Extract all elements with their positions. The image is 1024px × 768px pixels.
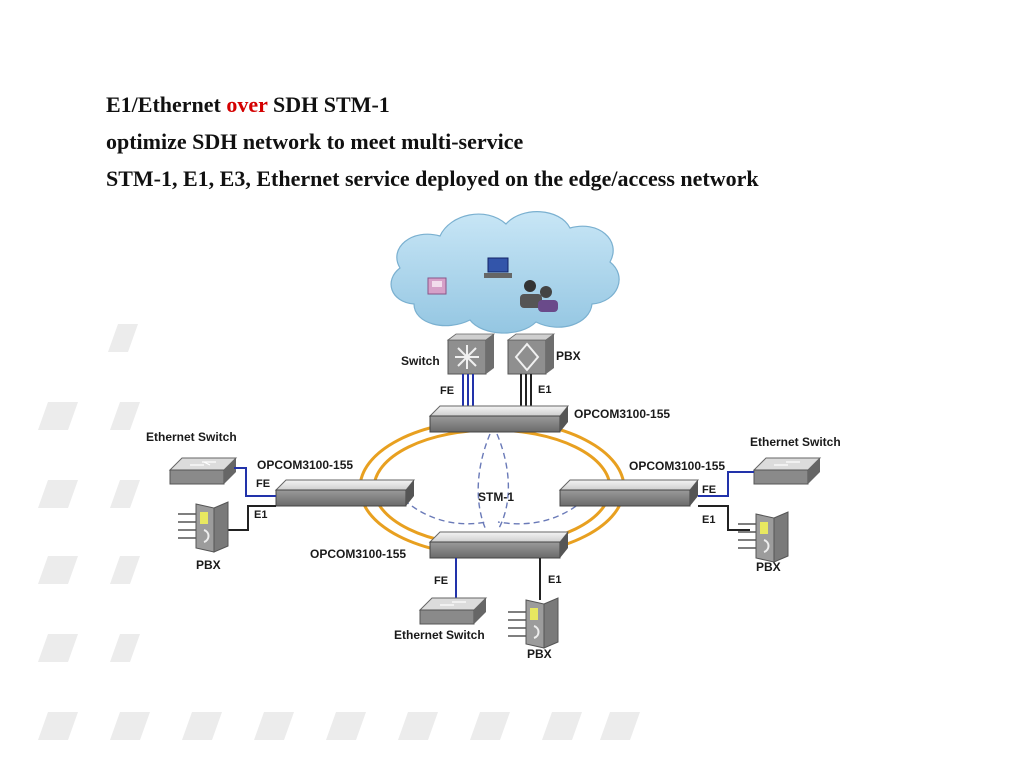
left-switch-label: Ethernet Switch <box>146 430 237 444</box>
heading-line-1-end: SDH STM-1 <box>267 92 390 117</box>
right-e1-link <box>698 505 750 531</box>
left-fe-label: FE <box>256 478 270 490</box>
users-icon <box>520 280 558 312</box>
phone-icon <box>427 277 447 295</box>
heading: E1/Ethernet over SDH STM-1 optimize SDH … <box>106 86 759 197</box>
right-switch-label: Ethernet Switch <box>750 435 841 449</box>
left-e1-label: E1 <box>254 509 267 521</box>
right-pbx-icon <box>738 511 789 563</box>
top-e1-link <box>520 374 532 407</box>
right-fe-label: FE <box>702 484 716 496</box>
bottom-fe-label: FE <box>434 575 448 587</box>
bottom-switch-label: Ethernet Switch <box>394 628 485 642</box>
bottom-pbx-label: PBX <box>527 647 552 661</box>
right-e1-label: E1 <box>702 514 715 526</box>
opcom-top-label: OPCOM3100-155 <box>574 407 670 421</box>
background-decoration <box>38 324 640 740</box>
computer-icon <box>484 257 512 278</box>
left-fe-link <box>234 467 276 497</box>
top-switch-label: Switch <box>401 354 440 368</box>
top-fe-label: FE <box>440 385 454 397</box>
opcom-left-label: OPCOM3100-155 <box>257 458 353 472</box>
left-pbx-icon <box>178 501 229 553</box>
top-fe-link <box>462 374 474 407</box>
left-pbx-label: PBX <box>196 558 221 572</box>
opcom-node-bottom <box>428 531 570 559</box>
left-ethernet-switch <box>168 457 238 485</box>
pbx-top-icon <box>506 333 556 375</box>
top-pbx-label: PBX <box>556 349 581 363</box>
opcom-node-right <box>558 479 700 507</box>
left-e1-link <box>228 505 276 531</box>
heading-line-3: STM-1, E1, E3, Ethernet service deployed… <box>106 166 759 191</box>
switch-icon <box>446 333 496 375</box>
heading-accent-word: over <box>226 92 268 117</box>
right-fe-link <box>698 471 754 497</box>
opcom-bottom-label: OPCOM3100-155 <box>310 547 406 561</box>
right-ethernet-switch <box>752 457 822 485</box>
opcom-node-left <box>274 479 416 507</box>
heading-line-1-start: E1/Ethernet <box>106 92 227 117</box>
bottom-e1-label: E1 <box>548 574 561 586</box>
right-pbx-label: PBX <box>756 560 781 574</box>
ring-label: STM-1 <box>478 490 514 504</box>
bottom-pbx-icon <box>508 597 559 649</box>
stm1-dashed-links <box>403 433 585 531</box>
top-e1-label: E1 <box>538 384 551 396</box>
opcom-node-top <box>428 405 570 433</box>
opcom-right-label: OPCOM3100-155 <box>629 459 725 473</box>
bottom-ethernet-switch <box>418 597 488 625</box>
heading-line-2: optimize SDH network to meet multi-servi… <box>106 129 524 154</box>
heading-line-1: E1/Ethernet over SDH STM-1 <box>106 86 759 123</box>
